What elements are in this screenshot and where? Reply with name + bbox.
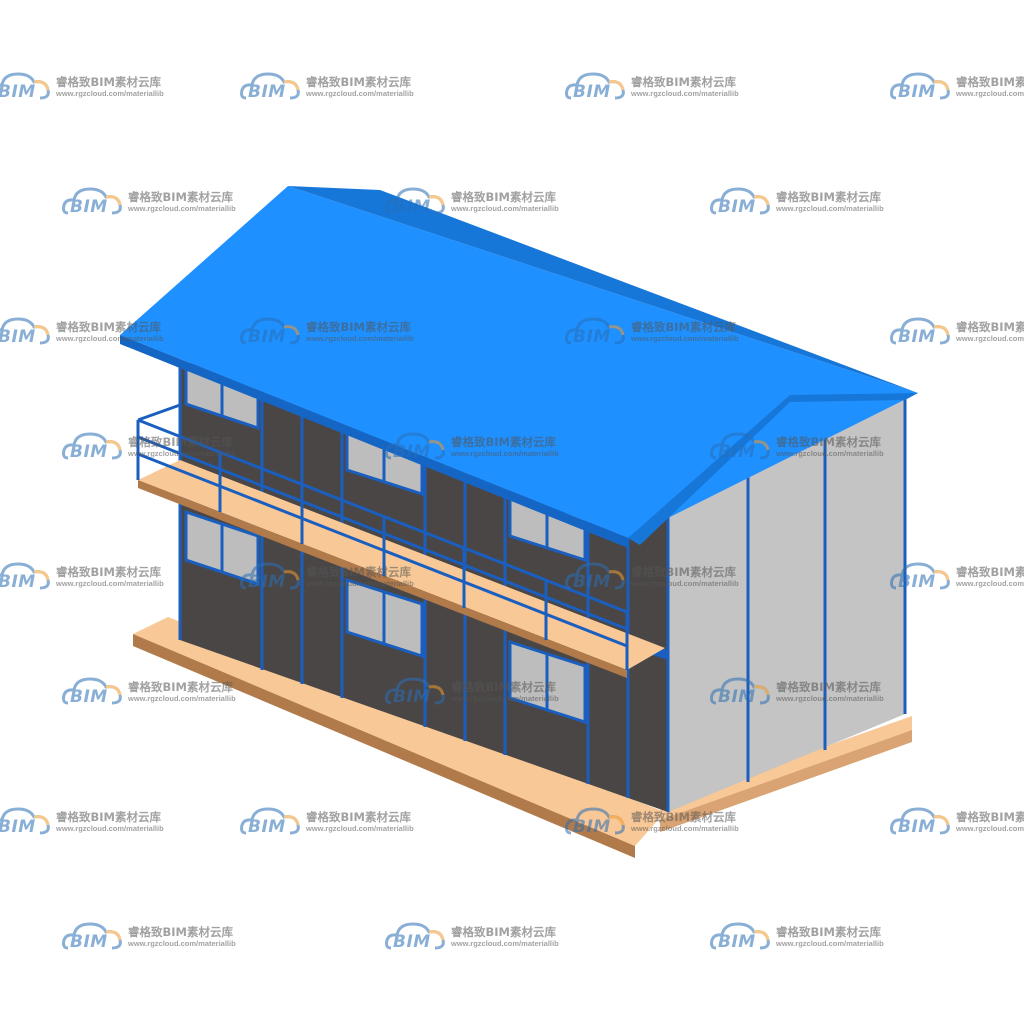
balcony	[136, 403, 665, 678]
lower-windows	[184, 509, 587, 725]
ground-deck	[133, 617, 912, 858]
gable-wall	[666, 395, 907, 812]
